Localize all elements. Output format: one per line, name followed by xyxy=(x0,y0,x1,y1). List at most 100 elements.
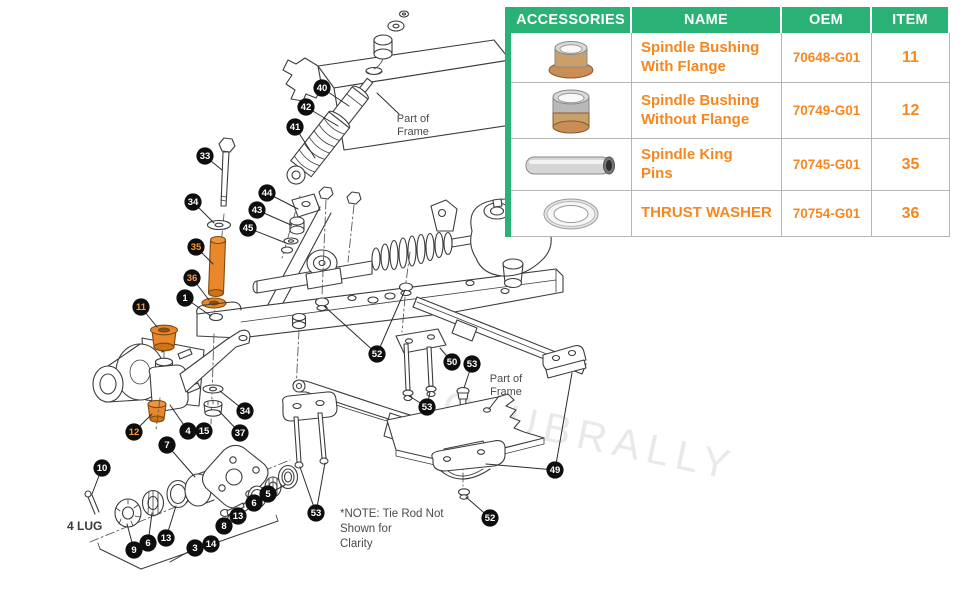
callout-number-43: 43 xyxy=(252,205,263,216)
table-row-1-name: Spindle Bushing With Flange xyxy=(632,33,782,83)
callout-7 xyxy=(158,436,176,454)
frame-washer-stack xyxy=(373,10,410,70)
kingpin-stack-group xyxy=(201,137,236,331)
svg-text:Frame: Frame xyxy=(490,386,522,398)
callout-number-34: 34 xyxy=(188,197,199,208)
bushing-12-highlighted xyxy=(147,399,167,423)
spindle-bushing-without-flange-image xyxy=(552,89,590,133)
callout-52 xyxy=(368,345,386,363)
callout-8 xyxy=(215,517,233,535)
table-row-2-item: 12 xyxy=(872,83,950,139)
callout-number-34: 34 xyxy=(240,406,251,417)
note-label: *NOTE: Tie Rod Not xyxy=(340,508,444,520)
callout-4 xyxy=(179,422,197,440)
callout-number-4: 4 xyxy=(185,426,191,437)
callout-number-52: 52 xyxy=(485,513,496,524)
callout-34 xyxy=(236,402,254,420)
spring-plate-50 xyxy=(395,328,447,354)
callout-number-33: 33 xyxy=(200,151,211,162)
table-header-name: NAME xyxy=(632,7,782,33)
callout-number-42: 42 xyxy=(301,102,312,113)
callout-leader-49 xyxy=(485,463,556,471)
svg-text:Shown for: Shown for xyxy=(340,523,392,535)
spring-mount-plate-left xyxy=(282,391,338,422)
spindle-bushing-with-flange-image xyxy=(548,40,594,78)
callout-number-40: 40 xyxy=(317,83,328,94)
frame-top-group xyxy=(282,10,519,151)
group-bracket-3-14 xyxy=(99,520,279,570)
callout-number-8: 8 xyxy=(221,521,226,532)
callout-leader-52 xyxy=(376,289,406,355)
callout-number-44: 44 xyxy=(262,188,273,199)
callout-number-3: 3 xyxy=(192,543,197,554)
rack-bellows xyxy=(371,231,453,271)
spindle-group xyxy=(92,324,251,431)
callout-6 xyxy=(139,534,157,552)
callout-number-15: 15 xyxy=(199,426,210,437)
table-row-4-item: 36 xyxy=(872,191,950,237)
table-row-1-image-cell xyxy=(511,33,632,83)
callout-number-13: 13 xyxy=(161,533,172,544)
callout-number-13: 13 xyxy=(233,511,244,522)
table-row-1-item: 11 xyxy=(872,33,950,83)
frame-plate-group xyxy=(386,393,545,500)
callout-15 xyxy=(195,422,213,440)
callout-number-49: 49 xyxy=(550,465,561,476)
spring-mount-bracket-lower xyxy=(431,440,506,472)
callout-40 xyxy=(313,79,331,97)
callout-6 xyxy=(245,494,263,512)
svg-text:Clarity: Clarity xyxy=(340,538,373,550)
callout-number-11: 11 xyxy=(136,302,147,313)
callout-number-37: 37 xyxy=(235,428,246,439)
callout-number-6: 6 xyxy=(145,538,150,549)
callout-52 xyxy=(481,509,499,527)
label-layer: Part of Frame Part of Frame 4 LUG *NOTE:… xyxy=(67,92,523,550)
callout-53 xyxy=(463,355,481,373)
king-pin-35-highlighted xyxy=(207,235,227,298)
table-row-4-image-cell xyxy=(511,191,632,237)
callout-number-41: 41 xyxy=(290,122,301,133)
callout-number-50: 50 xyxy=(447,357,458,368)
callout-53 xyxy=(418,398,436,416)
washer-34 xyxy=(206,219,232,231)
table-header-item: ITEM xyxy=(872,7,950,33)
callout-leader-49 xyxy=(554,372,573,471)
callout-12 xyxy=(125,423,143,441)
callout-33 xyxy=(196,147,214,165)
callout-45 xyxy=(239,219,257,237)
table-header-accessories: ACCESSORIES xyxy=(511,7,632,33)
callout-50 xyxy=(443,353,461,371)
callout-number-12: 12 xyxy=(129,427,140,438)
callout-11 xyxy=(132,298,150,316)
svg-text:Frame: Frame xyxy=(397,126,429,138)
callout-10 xyxy=(93,459,111,477)
table-row-1-oem: 70648-G01 xyxy=(782,33,872,83)
spindle-king-pin-image xyxy=(525,156,615,174)
callout-number-53: 53 xyxy=(311,508,322,519)
callout-number-9: 9 xyxy=(131,545,136,556)
callout-number-10: 10 xyxy=(97,463,108,474)
callout-number-1: 1 xyxy=(182,293,188,304)
callout-number-7: 7 xyxy=(164,440,169,451)
callout-44 xyxy=(258,184,276,202)
callout-number-14: 14 xyxy=(206,539,217,550)
callout-41 xyxy=(286,118,304,136)
table-row-4-oem: 70754-G01 xyxy=(782,191,872,237)
callout-number-35: 35 xyxy=(191,242,202,253)
callout-49 xyxy=(546,461,564,479)
cotter-pin-10 xyxy=(84,490,100,515)
callout-37 xyxy=(231,424,249,442)
callout-3 xyxy=(186,539,204,557)
part-of-frame-bottom-label: Part of xyxy=(490,373,523,385)
callout-36 xyxy=(183,269,201,287)
callout-number-36: 36 xyxy=(187,273,198,284)
table-row-2-image-cell xyxy=(511,83,632,139)
table-row-4-name: THRUST WASHER xyxy=(632,191,782,237)
callout-13 xyxy=(157,529,175,547)
table-row-3-oem: 70745-G01 xyxy=(782,139,872,191)
bushing-11-highlighted xyxy=(149,324,179,352)
table-row-3-image-cell xyxy=(511,139,632,191)
callout-number-45: 45 xyxy=(243,223,254,234)
callout-42 xyxy=(297,98,315,116)
